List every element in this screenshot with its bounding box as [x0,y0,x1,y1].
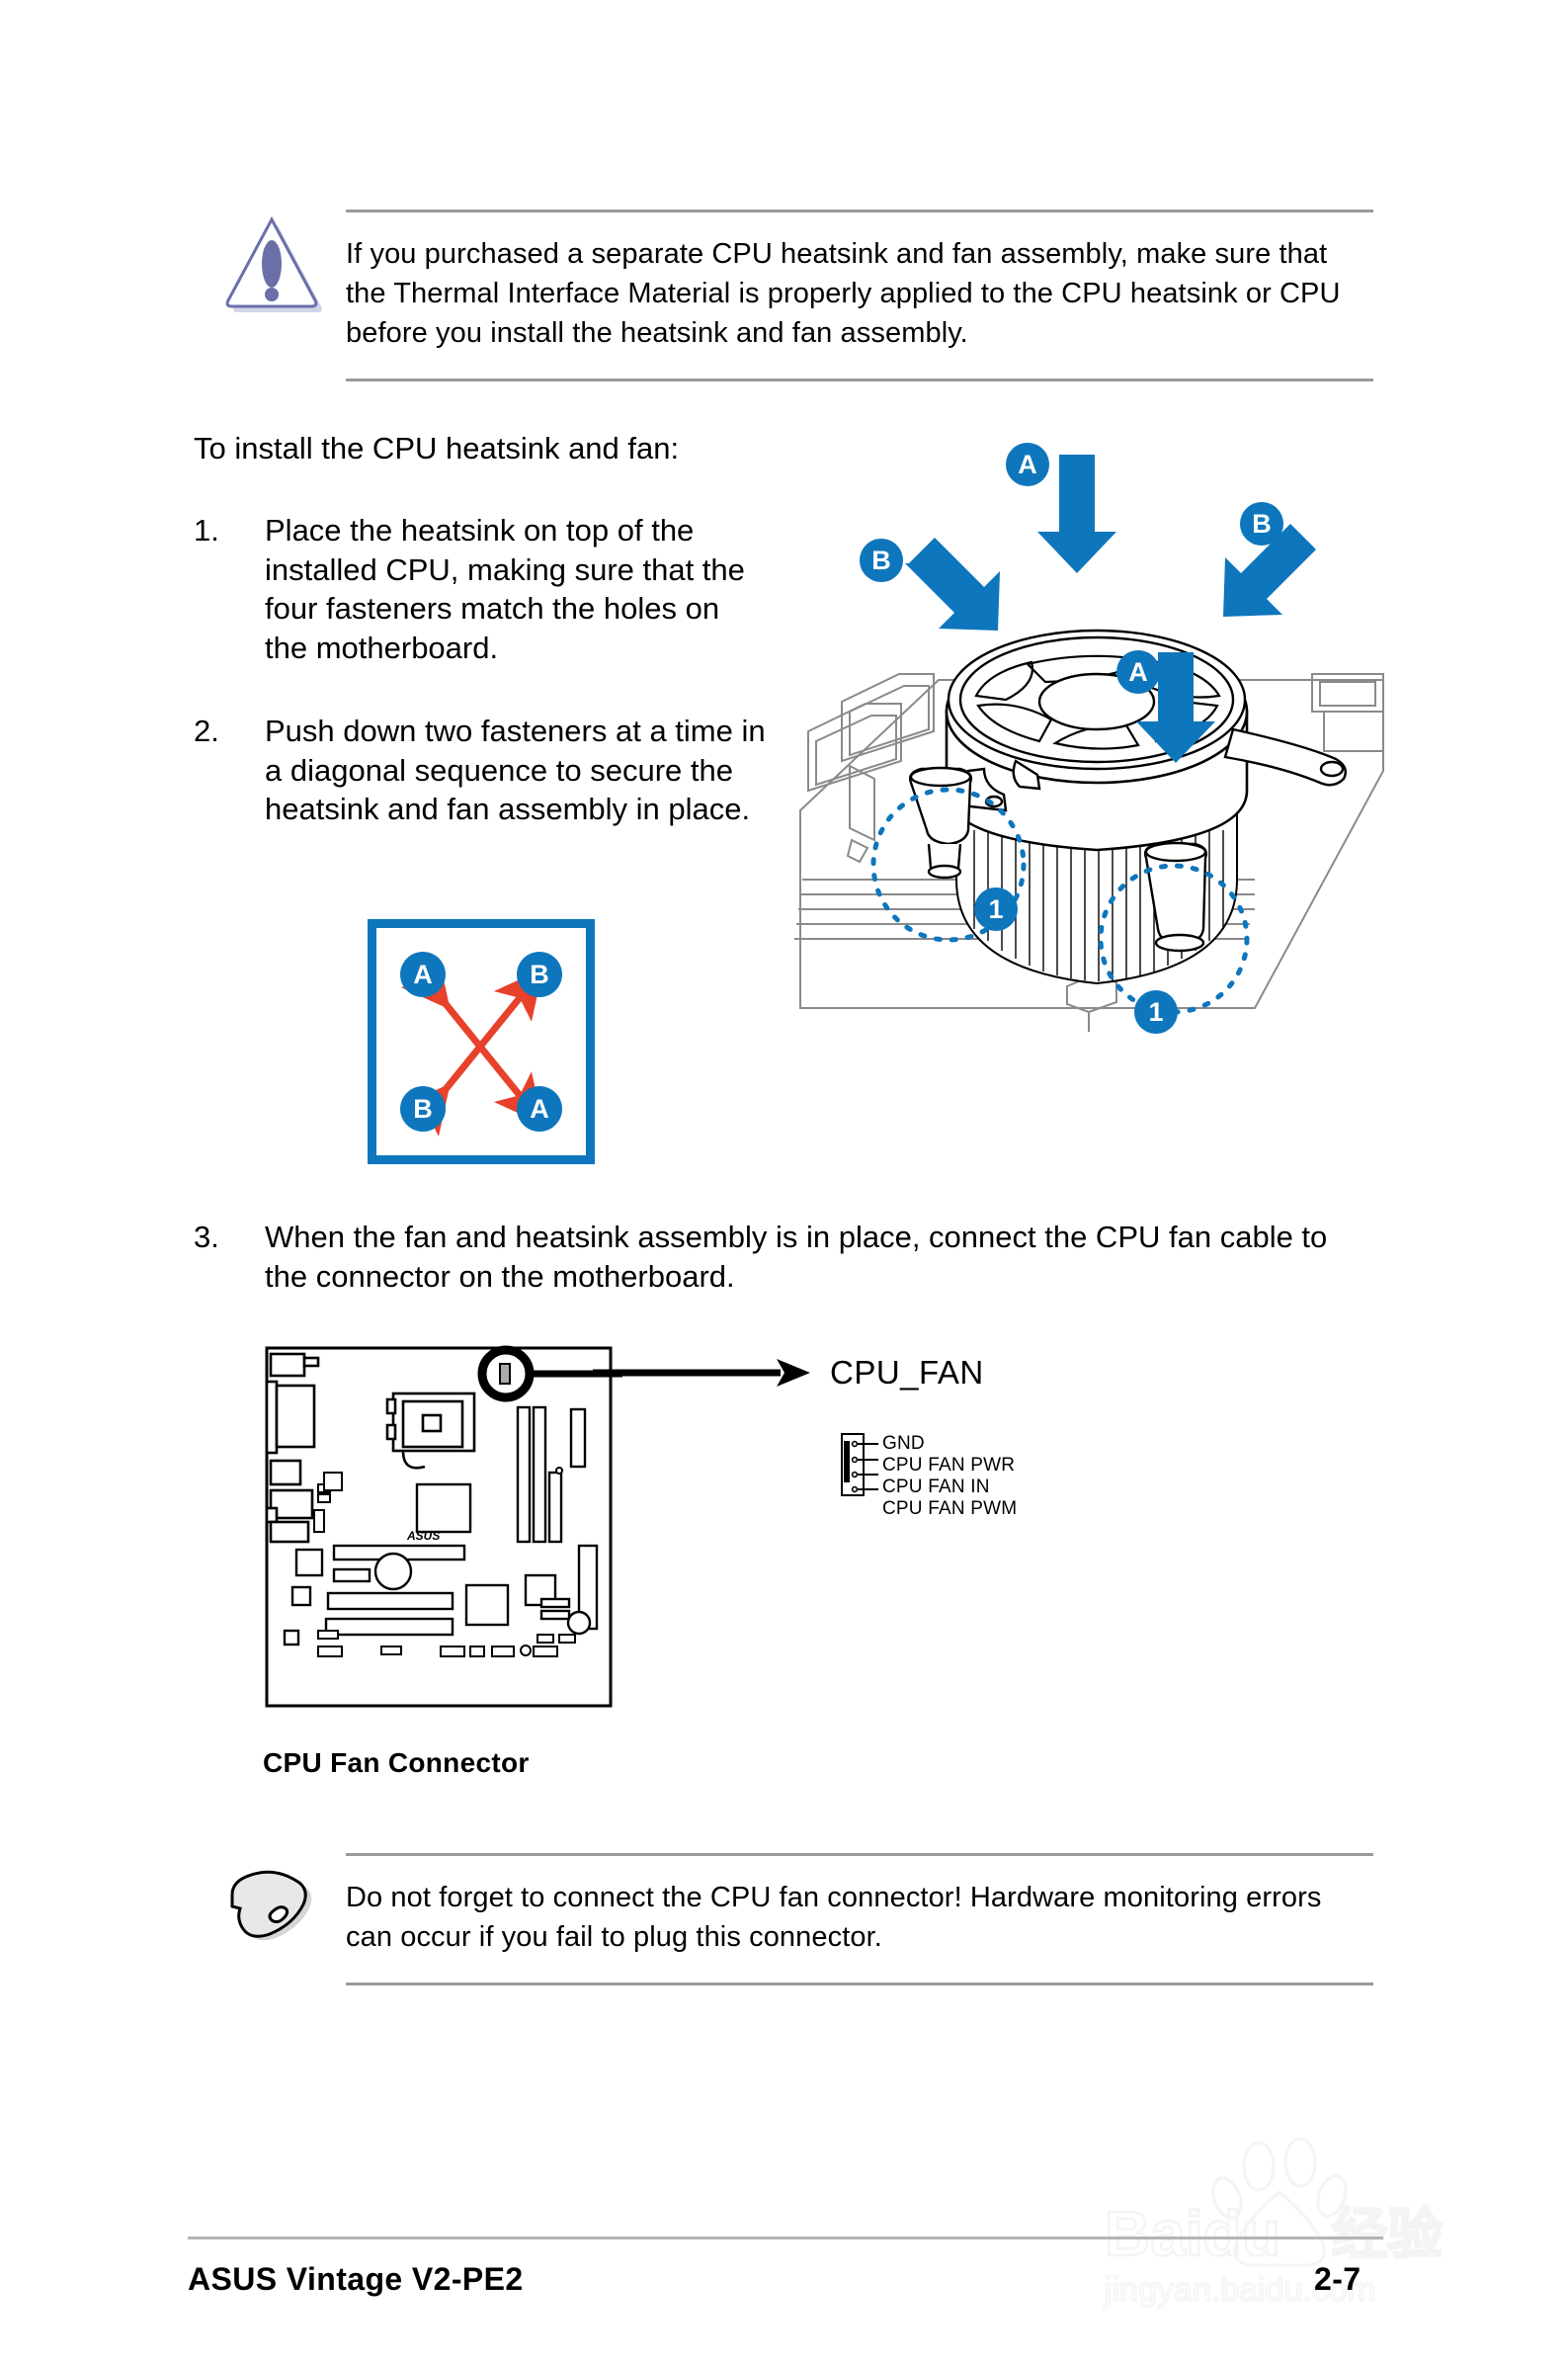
pointing-hand-icon [230,1870,312,1941]
motherboard-drawing: ASUS [265,1345,622,1708]
callout-b-left: B [860,539,903,582]
step-1-text: Place the heatsink on top of the install… [265,513,745,666]
heatsink-fan-drawing [794,455,1384,1032]
tip-note: Do not forget to connect the CPU fan con… [198,1853,1373,1986]
svg-text:经验: 经验 [1332,2203,1443,2267]
tip-note-body: Do not forget to connect the CPU fan con… [346,1853,1373,1986]
step-3: 3. When the fan and heatsink assembly is… [194,1218,1369,1296]
svg-text:ASUS: ASUS [406,1529,440,1543]
connector-pinout: GND CPU FAN PWR CPU FAN IN CPU FAN PWM [833,1431,1080,1519]
step-3-text: When the fan and heatsink assembly is in… [265,1220,1328,1294]
step-3-number: 3. [194,1220,219,1254]
callout-1-right: 1 [1134,990,1178,1034]
diagonal-arrows [400,957,543,1137]
pin-labels: GND CPU FAN PWR CPU FAN IN CPU FAN PWM [882,1433,1017,1520]
leader-arrow-icon [593,1359,810,1387]
callout-1-left: 1 [974,887,1018,931]
connector-leader-arrow [593,1349,820,1389]
callout-b-right: B [1240,502,1283,546]
sequence-node-bottom-left: B [400,1086,446,1132]
svg-text:Baidu: Baidu [1105,2198,1280,2269]
section-lead-in: To install the CPU heatsink and fan: [194,431,680,465]
pin-header-icon [841,1433,878,1496]
step-2: 2. Push down two fasteners at a time in … [194,712,767,829]
sequence-node-bottom-right: A [517,1086,562,1132]
baidu-paw-icon: Baidu 经验 jingyan.baidu.com [1103,2137,1444,2310]
footer-page-number: 2-7 [1314,2261,1362,2297]
tip-icon-col [198,1853,346,1952]
warning-note: If you purchased a separate CPU heatsink… [198,210,1373,382]
step-2-number: 2. [194,714,219,748]
sequence-node-top-left: A [400,952,446,997]
pin-label-1: GND [882,1433,925,1454]
pin-label-3: CPU FAN IN [882,1477,990,1498]
connector-name-label: CPU_FAN [830,1354,984,1391]
step-2-text: Push down two fasteners at a time in a d… [265,714,766,827]
pin-label-4: CPU FAN PWM [882,1498,1018,1520]
tip-note-text: Do not forget to connect the CPU fan con… [346,1882,1322,1954]
footer-document-title: ASUS Vintage V2-PE2 [188,2261,524,2297]
pin-label-2: CPU FAN PWR [882,1455,1016,1477]
warning-icon-col [198,210,346,318]
warning-triangle-icon [225,215,322,312]
callout-a-top: A [1006,443,1049,486]
motherboard-diagram: ASUS [247,1334,622,1730]
motherboard-caption: CPU Fan Connector [263,1747,530,1778]
sequence-node-top-right: B [517,952,562,997]
baidu-watermark: Baidu 经验 jingyan.baidu.com [1077,2115,1492,2313]
warning-note-text: If you purchased a separate CPU heatsink… [346,238,1341,350]
warning-note-body: If you purchased a separate CPU heatsink… [346,210,1373,382]
step-1-number: 1. [194,513,219,548]
heatsink-fan-illustration: A B B A 1 1 [790,415,1403,1107]
footer-divider [188,2237,1383,2239]
callout-a-center: A [1116,650,1160,694]
step-1: 1. Place the heatsink on top of the inst… [194,511,767,668]
diagonal-sequence-diagram: A B B A [368,919,595,1164]
